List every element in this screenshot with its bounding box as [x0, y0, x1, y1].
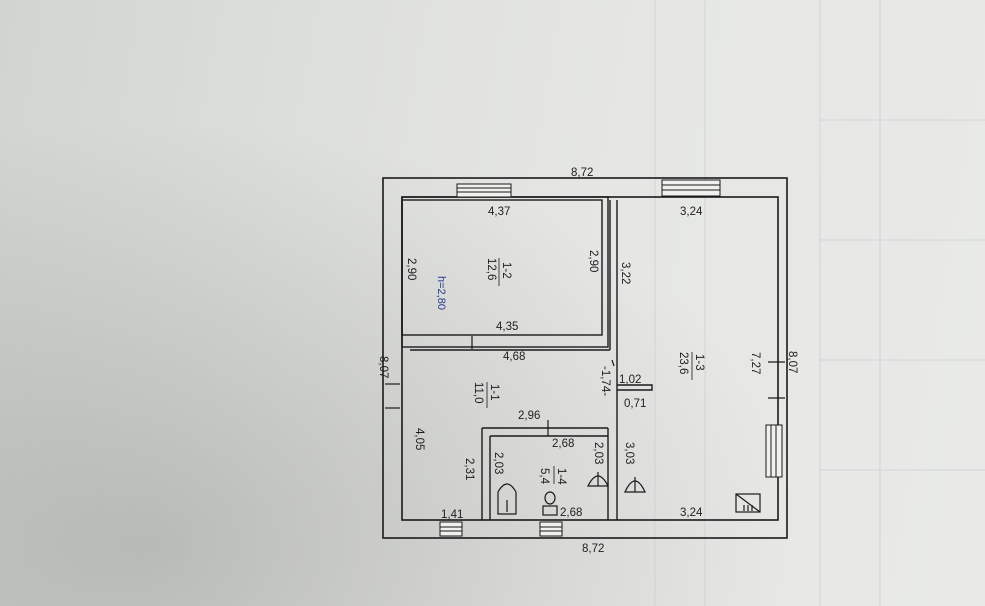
toilet-icon: [542, 491, 558, 516]
ceiling-height: h=2,80: [435, 276, 447, 310]
interior-walls: [401, 196, 653, 520]
room-1-3-bottom-dim: 3,24: [680, 507, 703, 519]
bathtub-icon: [497, 483, 517, 515]
room-1-2-top-dim: 4,37: [488, 206, 510, 218]
overall-bottom-dim: 8,72: [582, 543, 604, 555]
partition-c-dim: -1,74-: [599, 366, 611, 396]
outer-walls: [382, 177, 788, 539]
room-1-4-bottom-dim: 2,68: [560, 507, 582, 519]
room-1-2-right-dim: 2,90: [587, 250, 599, 272]
room-1-1-left-dim: 4,05: [413, 428, 425, 450]
room-1-3-id: 1-3: [693, 354, 705, 371]
room-1-3-lower-left-dim: 3,03: [623, 442, 635, 464]
room-1-4-area: 5,4: [538, 468, 550, 485]
room-1-4-left-dim: 2,03: [492, 452, 504, 474]
form-grid: [654, 0, 985, 606]
corridor-width-dim: 2,96: [518, 410, 540, 422]
room-1-1-top-dim: 4,68: [503, 351, 525, 363]
overall-top-dim: 8,72: [571, 167, 593, 179]
room-1-2-id: 1-2: [500, 262, 512, 279]
room-1-3-top-dim: 3,24: [680, 206, 703, 218]
sink-icon: [587, 472, 646, 493]
partition-a-dim: 1,02: [619, 374, 641, 386]
overall-right-dim: 8,07: [786, 351, 798, 373]
room-1-2-bottom-dim: 4,35: [496, 321, 518, 333]
room-1-1-id: 1-1: [488, 384, 500, 401]
room-1-1-inner-dim: 2,31: [463, 458, 475, 480]
room-1-4-top-dim: 2,68: [552, 438, 574, 450]
room-1-2-left-dim: 2,90: [405, 258, 417, 280]
room-1-2-area: 12,6: [485, 258, 497, 280]
overall-left-dim: 8,07: [377, 356, 389, 378]
stove-icon: [735, 493, 761, 513]
room-1-4-right-dim: 2,03: [592, 442, 604, 464]
room-1-1-area: 11,0: [472, 382, 484, 404]
room-1-1-bottom-dim: 1,41: [441, 509, 463, 521]
door-icon: [385, 336, 785, 436]
room-1-3-right-dim: 7,27: [749, 352, 761, 374]
room-1-3-area: 23,6: [677, 352, 689, 374]
partition-b-dim: 0,71: [624, 398, 646, 410]
room-1-4-id: 1-4: [555, 468, 567, 485]
room-1-3-left-dim: 3,22: [619, 262, 631, 284]
window-icon: [439, 179, 783, 537]
